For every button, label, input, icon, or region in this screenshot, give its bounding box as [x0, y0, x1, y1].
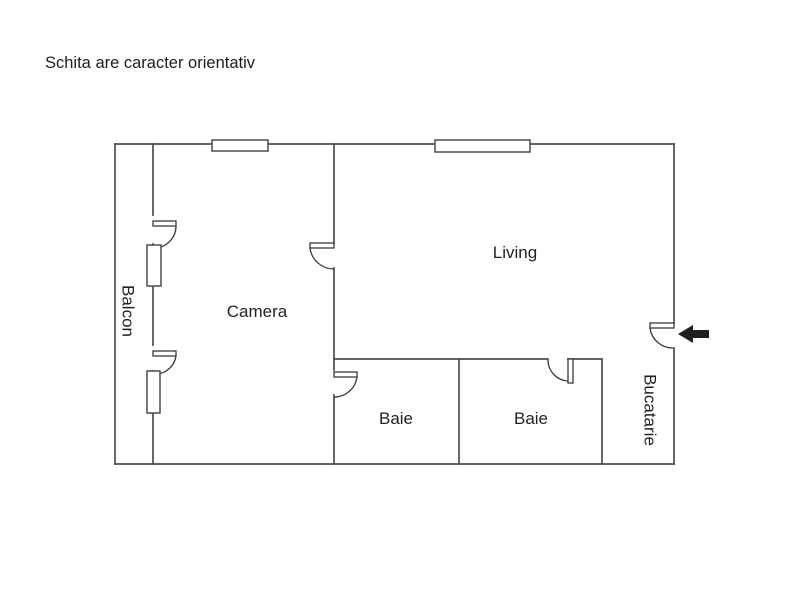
door-baie1-icon	[333, 371, 358, 398]
room-label-baie2: Baie	[514, 409, 548, 428]
window-balcon-lower-icon	[146, 370, 161, 414]
windows	[146, 139, 531, 414]
door-baie2-icon	[547, 358, 574, 384]
page-title: Schita are caracter orientativ	[45, 54, 256, 72]
door-balcon-upper-icon	[152, 220, 177, 249]
window-balcon-upper-icon	[146, 244, 162, 287]
window-camera-icon	[211, 139, 269, 152]
room-label-baie1: Baie	[379, 409, 413, 428]
room-label-balcon: Balcon	[119, 285, 138, 337]
walls	[114, 143, 675, 465]
door-entrance-icon	[649, 322, 675, 349]
entrance-arrow-icon	[678, 325, 709, 343]
door-camera-icon	[309, 242, 335, 270]
window-living-icon	[434, 139, 531, 153]
room-label-living: Living	[493, 243, 537, 262]
room-label-camera: Camera	[227, 302, 288, 321]
room-label-bucatarie: Bucatarie	[641, 374, 660, 446]
